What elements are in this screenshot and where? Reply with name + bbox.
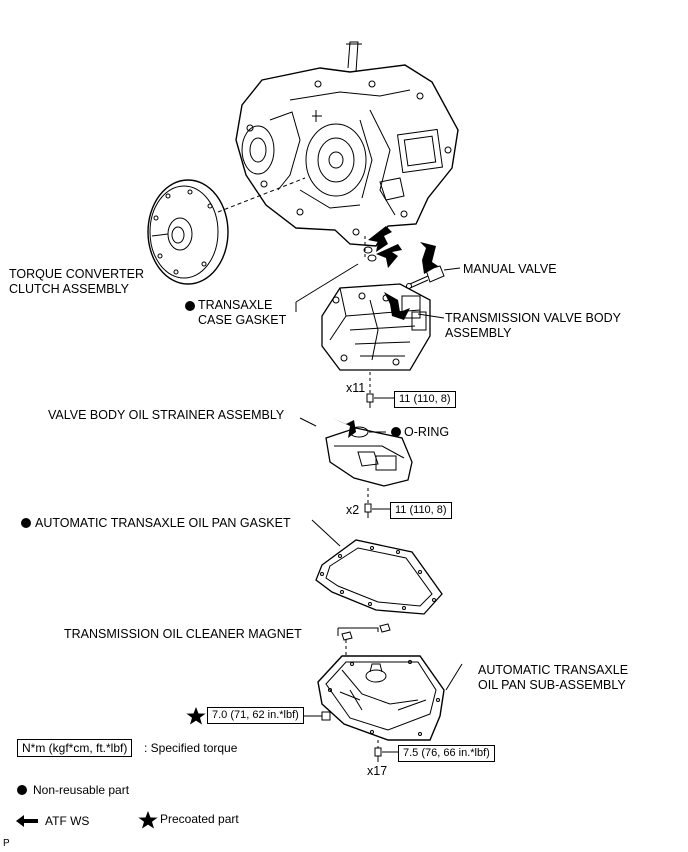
- oil-pan-gasket: [315, 539, 443, 615]
- legend-atf-label: ATF WS: [45, 814, 90, 828]
- non-reusable-mark-case-gasket: [185, 301, 195, 311]
- label-oil-pan-line1: AUTOMATIC TRANSAXLE: [478, 663, 629, 677]
- legend-precoated-star: [138, 811, 158, 829]
- valve-body: [321, 283, 431, 371]
- gasket-bolt-holes: [320, 546, 436, 610]
- atf-arrow-valve-body: [384, 292, 410, 320]
- oil-strainer: [325, 427, 413, 487]
- label-valve-body-line1: TRANSMISSION VALVE BODY: [445, 311, 621, 325]
- atf-arrow-o-ring: [332, 418, 356, 438]
- legend-torque-unit-box: N*m (kgf*cm, ft.*lbf): [17, 739, 133, 757]
- label-manual-valve: MANUAL VALVE: [463, 262, 557, 276]
- legend-torque-desc: : Specified torque: [144, 741, 238, 755]
- pan-bolt-torque-box: 7.5 (76, 66 in.*lbf): [398, 745, 495, 762]
- legend-non-reusable-dot: [17, 785, 27, 795]
- case-gasket-ring-1: [363, 246, 373, 254]
- corner-code: P: [3, 838, 10, 849]
- pan-bolt-qty: x17: [367, 764, 388, 778]
- case-gasket-ring-2: [367, 254, 377, 262]
- label-o-ring: O-RING: [404, 425, 450, 439]
- oil-pan: [317, 655, 445, 741]
- label-oil-pan-line2: OIL PAN SUB-ASSEMBLY: [478, 678, 626, 692]
- atf-arrow-case-2: [376, 244, 402, 268]
- strainer-torque-box: 11 (110, 8): [390, 502, 452, 519]
- label-cleaner-magnet: TRANSMISSION OIL CLEANER MAGNET: [64, 627, 302, 641]
- valve-body-bolt-qty: x11: [346, 381, 366, 395]
- valve-body-torque-box: 11 (110, 8): [394, 391, 456, 408]
- legend-non-reusable-label: Non-reusable part: [33, 783, 130, 797]
- atf-arrow-case-1: [368, 226, 392, 252]
- magnet-1: [341, 631, 353, 641]
- converter-alignment-line: [217, 177, 306, 213]
- precoated-star: [186, 707, 206, 725]
- non-reusable-mark-o-ring: [391, 427, 401, 437]
- label-case-gasket-line1: TRANSAXLE: [198, 298, 273, 312]
- label-torque-converter-line2: CLUTCH ASSEMBLY: [9, 282, 129, 296]
- transaxle-housing: [235, 41, 459, 247]
- legend-precoated-label: Precoated part: [160, 812, 239, 826]
- legend-atf-arrow: [16, 815, 38, 827]
- strainer-bolt-qty: x2: [346, 503, 360, 517]
- torque-converter: [147, 179, 229, 285]
- pan-precoated-torque-box: 7.0 (71, 62 in.*lbf): [207, 707, 304, 724]
- label-torque-converter-line1: TORQUE CONVERTER: [9, 267, 144, 281]
- label-valve-body-line2: ASSEMBLY: [445, 326, 512, 340]
- magnet-2: [379, 623, 391, 633]
- label-strainer: VALVE BODY OIL STRAINER ASSEMBLY: [48, 408, 285, 422]
- label-oil-pan-gasket: AUTOMATIC TRANSAXLE OIL PAN GASKET: [35, 516, 291, 530]
- atf-arrow-manual-valve: [420, 242, 438, 274]
- non-reusable-mark-pan-gasket: [21, 518, 31, 528]
- label-case-gasket-line2: CASE GASKET: [198, 313, 287, 327]
